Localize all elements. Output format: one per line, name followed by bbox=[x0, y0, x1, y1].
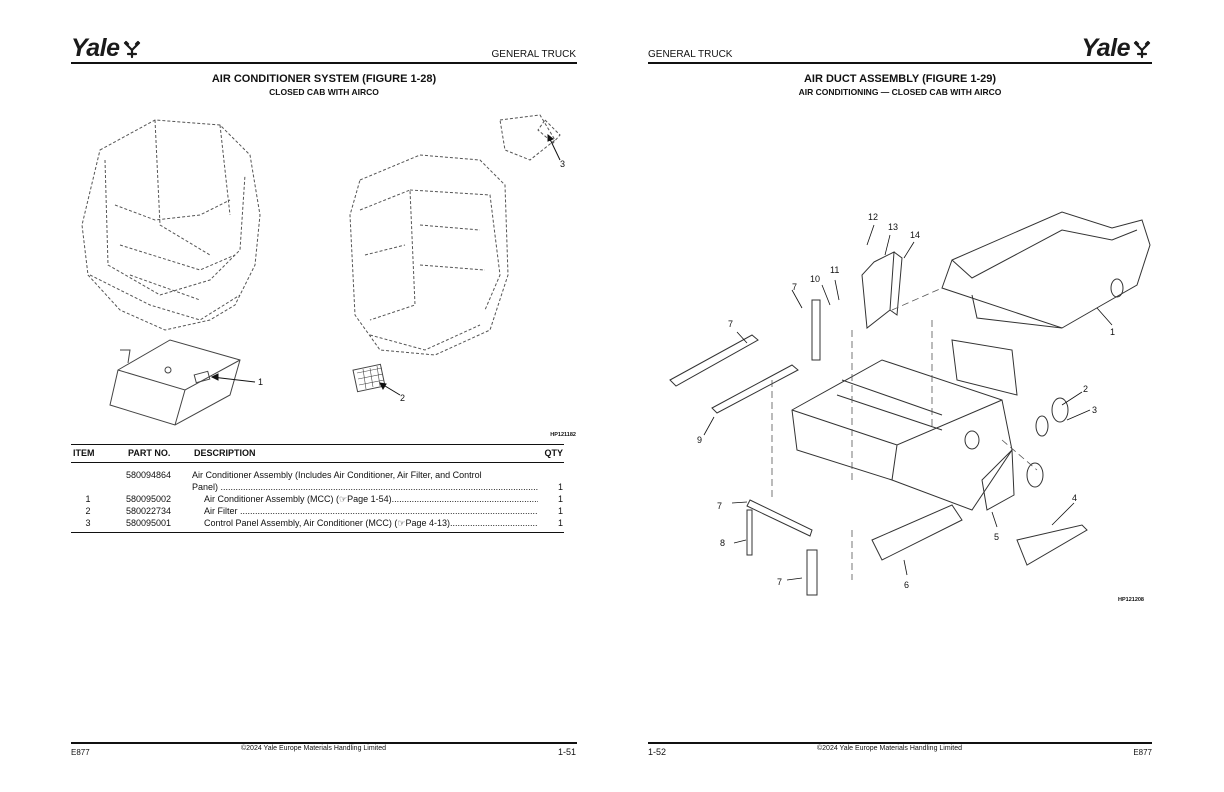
row-part-no: 580095002 bbox=[126, 494, 172, 504]
table-row: 3 580095001 Control Panel Assembly, Air … bbox=[71, 517, 564, 529]
footer-rule bbox=[648, 742, 1152, 744]
callout-7: 7 bbox=[717, 501, 722, 511]
callout-2: 2 bbox=[400, 393, 405, 403]
callout-14: 14 bbox=[910, 230, 920, 240]
table-row-continuation: Panel) .................................… bbox=[71, 481, 564, 493]
callout-3: 3 bbox=[560, 159, 565, 169]
row-qty: 1 bbox=[557, 494, 563, 504]
right-page: Yale GENERAL TRUCK AIR DUCT ASSEMBLY (FI… bbox=[612, 0, 1224, 792]
cab-illustration: 1 2 3 bbox=[60, 105, 585, 440]
parts-table: ITEM PART NO. DESCRIPTION QTY 580094864 … bbox=[71, 444, 564, 533]
footer-page-number: 1-51 bbox=[557, 747, 576, 757]
row-qty: 1 bbox=[557, 518, 563, 528]
yale-logo-icon bbox=[123, 40, 140, 58]
row-item bbox=[71, 469, 126, 481]
table-end-rule bbox=[71, 532, 564, 533]
header-rule bbox=[71, 62, 577, 64]
col-description: DESCRIPTION bbox=[194, 448, 256, 458]
table-row: 1 580095002 Air Conditioner Assembly (MC… bbox=[71, 493, 564, 505]
row-item: 2 bbox=[85, 506, 91, 516]
row-description: Air Conditioner Assembly (MCC) (☞Page 1-… bbox=[204, 494, 538, 504]
callout-6: 6 bbox=[904, 580, 909, 590]
row-qty: 1 bbox=[557, 482, 563, 492]
logo-text: Yale bbox=[1081, 34, 1130, 62]
footer-copyright: ©2024 Yale Europe Materials Handling Lim… bbox=[817, 745, 962, 752]
figure-subtitle: AIR CONDITIONING — CLOSED CAB WITH AIRCO bbox=[798, 87, 1002, 97]
header-section-label: GENERAL TRUCK bbox=[491, 49, 576, 60]
row-part-no: 580022734 bbox=[126, 506, 172, 516]
row-description-cont: Panel) bbox=[192, 482, 219, 492]
callout-13: 13 bbox=[888, 222, 898, 232]
callout-7: 7 bbox=[728, 319, 733, 329]
callout-11: 11 bbox=[830, 265, 839, 275]
callout-12: 12 bbox=[868, 212, 878, 222]
air-duct-illustration: 1 2 3 4 5 6 7 7 7 7 8 9 10 11 12 13 14 bbox=[642, 200, 1162, 600]
callout-7: 7 bbox=[777, 577, 782, 587]
callout-10: 10 bbox=[810, 274, 820, 284]
figure-reference-code: HP121208 bbox=[1118, 597, 1144, 603]
callout-4: 4 bbox=[1072, 493, 1077, 503]
row-item: 1 bbox=[85, 494, 91, 504]
yale-logo: Yale bbox=[1081, 34, 1152, 63]
col-qty: QTY bbox=[544, 448, 563, 458]
logo-text: Yale bbox=[71, 34, 120, 62]
footer-page-number: 1-52 bbox=[648, 747, 667, 757]
row-description-text: Air Filter bbox=[204, 506, 238, 516]
table-row: 2 580022734 Air Filter .................… bbox=[71, 505, 564, 517]
table-header: ITEM PART NO. DESCRIPTION QTY bbox=[71, 444, 564, 463]
left-page: Yale GENERAL TRUCK AIR CONDITIONER SYSTE… bbox=[60, 34, 585, 757]
row-part-no: 580095001 bbox=[126, 518, 172, 528]
callout-9: 9 bbox=[697, 435, 702, 445]
footer-doc-code: E877 bbox=[71, 748, 90, 757]
row-part-no: 580094864 bbox=[126, 470, 172, 480]
row-item: 3 bbox=[85, 518, 91, 528]
callout-2: 2 bbox=[1083, 384, 1088, 394]
callout-1: 1 bbox=[1110, 327, 1115, 337]
footer-copyright: ©2024 Yale Europe Materials Handling Lim… bbox=[241, 745, 386, 752]
header-section-label: GENERAL TRUCK bbox=[648, 49, 733, 60]
row-qty: 1 bbox=[557, 506, 563, 516]
col-item: ITEM bbox=[73, 448, 95, 458]
callout-7: 7 bbox=[792, 282, 797, 292]
table-row: 580094864 Air Conditioner Assembly (Incl… bbox=[71, 469, 564, 481]
row-description-text: Air Conditioner Assembly (MCC) (☞Page 1-… bbox=[204, 494, 392, 504]
row-description-text: Control Panel Assembly, Air Conditioner … bbox=[204, 518, 450, 528]
footer-rule bbox=[71, 742, 577, 744]
callout-5: 5 bbox=[994, 532, 999, 542]
footer-doc-code: E877 bbox=[1133, 748, 1152, 757]
header-rule bbox=[648, 62, 1152, 64]
row-description: Air Conditioner Assembly (Includes Air C… bbox=[192, 470, 482, 480]
yale-logo: Yale bbox=[71, 34, 142, 63]
callout-1: 1 bbox=[258, 377, 263, 387]
col-part-no: PART NO. bbox=[128, 448, 171, 458]
callout-3: 3 bbox=[1092, 405, 1097, 415]
yale-logo-icon bbox=[1133, 40, 1151, 58]
figure-reference-code: HP121182 bbox=[550, 432, 576, 438]
row-description: Control Panel Assembly, Air Conditioner … bbox=[204, 518, 538, 528]
figure-title: AIR CONDITIONER SYSTEM (FIGURE 1-28) bbox=[211, 73, 437, 85]
figure-title: AIR DUCT ASSEMBLY (FIGURE 1-29) bbox=[803, 73, 997, 85]
callout-8: 8 bbox=[720, 538, 725, 548]
row-description: Panel) .................................… bbox=[192, 482, 538, 492]
figure-subtitle: CLOSED CAB WITH AIRCO bbox=[269, 87, 379, 97]
row-description: Air Filter .............................… bbox=[204, 506, 538, 516]
